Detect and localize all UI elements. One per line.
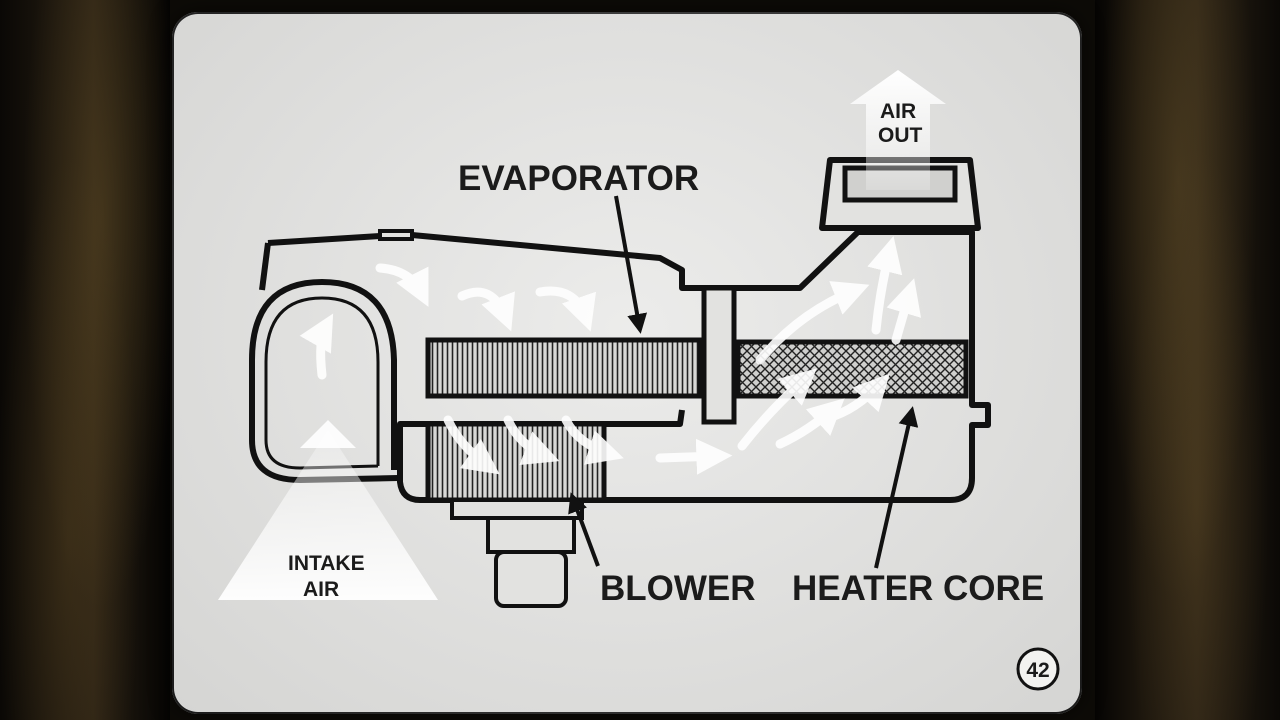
air-out-label-line2: OUT (878, 124, 923, 147)
intake-duct (249, 278, 399, 484)
intake-air-label-line2: AIR (303, 578, 339, 601)
evaporator-label: EVAPORATOR (458, 159, 699, 198)
blower-motor (486, 516, 576, 554)
housing-outline (267, 229, 991, 503)
film-frame-right (1095, 0, 1280, 720)
housing-bump (378, 229, 414, 241)
airflow-arrows (299, 236, 922, 475)
intake-air-label-line1: INTAKE (288, 552, 365, 575)
blower-motor-shaft (494, 550, 568, 608)
heater-core (735, 339, 969, 399)
slide-number: 42 (1026, 659, 1049, 682)
blower-label: BLOWER (600, 569, 756, 608)
air-out-arrow (850, 70, 946, 190)
intake-air-cone (218, 430, 438, 600)
blower-motor-mount (450, 498, 584, 520)
heater-core-label: HEATER CORE (792, 569, 1044, 608)
blower-leader (568, 492, 600, 567)
divider-post (701, 285, 737, 425)
slide-number-circle (1016, 647, 1060, 691)
evaporator-leader (614, 195, 648, 334)
air-out-label-line1: AIR (880, 100, 916, 123)
evaporator-core (425, 337, 703, 399)
film-frame-left (0, 0, 170, 720)
heater-core-leader (874, 406, 919, 569)
